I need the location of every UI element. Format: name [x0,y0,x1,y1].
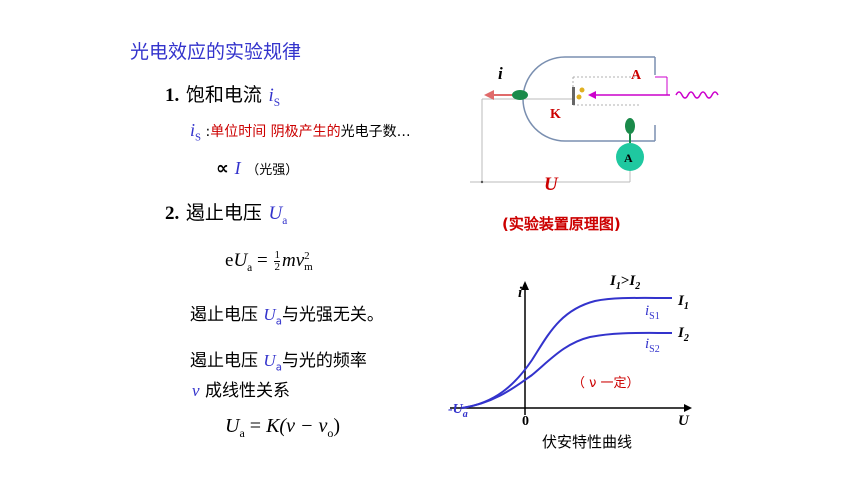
graph-caption: 伏安特性曲线 [542,433,632,451]
section1-number: 1. [165,85,180,106]
iv-graph: i U 0 -Ua I1>I2 I1 I2 iS1 iS2 （ ν 一定） 伏安… [448,273,692,451]
clip-left [512,90,528,100]
section1-title: 饱和电流 [185,84,262,106]
label-anode: A [631,68,642,83]
frequency-note: （ ν 一定） [572,376,640,391]
curve-I2 [461,331,673,409]
statement-intensity: 遏止电压 Ua与光强无关。 [190,305,384,328]
section1-symbol: iS [268,85,281,109]
neg-Ua-label: -Ua [448,402,468,420]
axis-y-label: i [518,285,523,301]
apparatus-diagram: i A K A U (实验装置原理图) [470,56,719,233]
light-arrow-icon [588,91,596,99]
statement-linear: ν 成线性关系 [192,381,290,401]
label-iS1: iS1 [645,303,660,322]
condition-label: I1>I2 [609,273,640,292]
label-i: i [498,64,503,83]
label-voltage: U [544,174,559,195]
section1-proportional: ∝ I （光强） [216,158,299,179]
statement-frequency: 遏止电压 Ua与光的频率 [190,351,367,374]
clip-right [625,118,635,134]
photon-wave-icon [675,91,719,99]
origin-label: 0 [522,414,529,429]
cathode-plate [572,87,575,105]
section1-heading: 1. 饱和电流 iS [165,80,280,109]
label-cathode: K [550,107,561,122]
axis-x-label: U [678,413,690,429]
equation-einstein: Ua = K(ν − νo) [225,415,340,440]
current-arrow-icon [484,90,494,100]
page-title: 光电效应的实验规律 [130,41,302,63]
section1-definition: iS :单位时间 阴极产生的光电子数… [190,120,411,144]
section2-heading: 2. 遏止电压 Ua [165,202,288,227]
label-iS2: iS2 [645,336,660,355]
curve-I1 [461,296,673,409]
label-ammeter: A [624,151,633,165]
label-I2: I2 [677,325,689,344]
label-I1: I1 [677,293,689,312]
ammeter-icon [616,143,644,171]
apparatus-caption: (实验装置原理图) [502,215,621,233]
